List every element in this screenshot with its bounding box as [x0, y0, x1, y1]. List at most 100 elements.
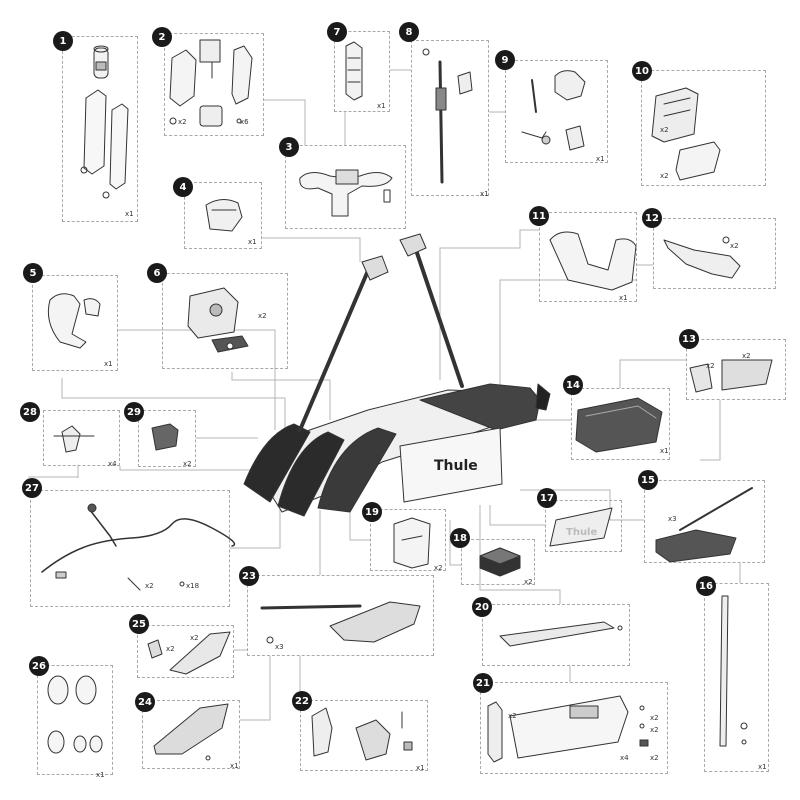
- part-10-box: [641, 70, 766, 186]
- part-7-number-badge[interactable]: 7: [327, 22, 347, 42]
- part-11-drawing: [549, 231, 637, 291]
- part-27-quantity-label: x2: [145, 582, 154, 590]
- part-6-quantity-label: x2: [258, 312, 267, 320]
- part-16-quantity-label: x1: [758, 763, 767, 771]
- part-19-quantity-label: x2: [434, 564, 443, 572]
- part-8-drawing: [422, 48, 473, 184]
- part-29-number-badge[interactable]: 29: [124, 402, 144, 422]
- part-14-drawing: [575, 397, 663, 453]
- part-10-quantity-label: x2: [660, 172, 669, 180]
- part-3-number-badge[interactable]: 3: [279, 137, 299, 157]
- part-19-number-badge[interactable]: 19: [362, 502, 382, 522]
- part-3-drawing: [299, 169, 393, 217]
- part-21-number-badge[interactable]: 21: [473, 673, 493, 693]
- part-25-number-badge[interactable]: 25: [129, 614, 149, 634]
- part-24-drawing: [153, 703, 229, 761]
- part-20-number-badge[interactable]: 20: [472, 597, 492, 617]
- part-7-box: [334, 31, 390, 112]
- leader-line: [489, 505, 545, 526]
- leader-line: [619, 359, 686, 388]
- part-24-box: [142, 700, 240, 769]
- part-29-quantity-label: x2: [183, 460, 192, 468]
- part-15-drawing: [655, 487, 753, 563]
- leader-line: [118, 329, 276, 430]
- part-11-box: [539, 212, 637, 302]
- part-18-number-badge[interactable]: 18: [450, 528, 470, 548]
- part-12-box: [653, 218, 776, 289]
- part-4-quantity-label: x1: [248, 238, 257, 246]
- leader-line: [439, 229, 540, 380]
- part-22-box: [300, 700, 428, 771]
- part-14-box: [571, 388, 670, 460]
- part-22-quantity-label: x1: [416, 764, 425, 772]
- part-2-drawing: [169, 39, 253, 127]
- part-27-number-badge[interactable]: 27: [22, 478, 42, 498]
- part-18-drawing: [479, 547, 521, 577]
- part-19-box: [370, 509, 446, 571]
- part-22-number-badge[interactable]: 22: [292, 691, 312, 711]
- part-5-box: [32, 275, 118, 371]
- part-15-number-badge[interactable]: 15: [638, 470, 658, 490]
- part-21-quantity-label: x2: [650, 754, 659, 762]
- part-16-box: [704, 583, 769, 772]
- part-25-box: [137, 625, 234, 678]
- part-5-drawing: [47, 293, 101, 349]
- part-14-number-badge[interactable]: 14: [563, 375, 583, 395]
- leader-line: [264, 99, 306, 145]
- part-17-logo-text: Thule: [566, 527, 597, 538]
- part-4-drawing: [205, 199, 243, 232]
- part-1-quantity-label: x1: [125, 210, 134, 218]
- part-6-number-badge[interactable]: 6: [147, 263, 167, 283]
- part-21-box: [480, 682, 668, 774]
- part-4-number-badge[interactable]: 4: [173, 177, 193, 197]
- part-5-number-badge[interactable]: 5: [23, 263, 43, 283]
- part-26-number-badge[interactable]: 26: [29, 656, 49, 676]
- leader-line: [349, 505, 370, 541]
- part-8-box: [411, 40, 489, 196]
- part-21-quantity-label: x4: [620, 754, 629, 762]
- part-21-drawing: [487, 695, 649, 763]
- part-10-quantity-label: x2: [660, 126, 669, 134]
- leader-line: [520, 489, 644, 521]
- part-28-drawing: [53, 425, 95, 453]
- part-23-box: [247, 575, 434, 656]
- part-12-number-badge[interactable]: 12: [642, 208, 662, 228]
- part-8-number-badge[interactable]: 8: [399, 22, 419, 42]
- part-9-number-badge[interactable]: 9: [495, 50, 515, 70]
- part-1-number-badge[interactable]: 1: [53, 31, 73, 51]
- part-26-drawing: [47, 675, 103, 754]
- part-9-drawing: [521, 70, 586, 151]
- assembled-bike-carrier: Thule: [243, 233, 551, 517]
- part-10-drawing: [651, 87, 721, 181]
- leader-line: [231, 372, 331, 420]
- part-16-number-badge[interactable]: 16: [696, 576, 716, 596]
- part-1-box: [62, 36, 138, 222]
- part-26-quantity-label: x1: [96, 771, 105, 779]
- part-23-drawing: [260, 601, 421, 644]
- part-29-box: [138, 410, 196, 467]
- part-18-quantity-label: x2: [524, 578, 533, 586]
- part-23-quantity-label: x3: [275, 643, 284, 651]
- part-15-box: [644, 480, 765, 563]
- part-11-number-badge[interactable]: 11: [529, 206, 549, 226]
- part-28-number-badge[interactable]: 28: [20, 402, 40, 422]
- part-25-drawing: [147, 631, 231, 675]
- part-21-quantity-label: x2: [650, 714, 659, 722]
- part-4-box: [184, 182, 262, 249]
- part-20-drawing: [499, 621, 623, 647]
- part-24-number-badge[interactable]: 24: [135, 692, 155, 712]
- part-29-drawing: [151, 423, 179, 451]
- part-6-drawing: [187, 287, 249, 353]
- part-23-number-badge[interactable]: 23: [239, 566, 259, 586]
- part-27-box: [30, 490, 230, 607]
- part-13-number-badge[interactable]: 13: [679, 329, 699, 349]
- part-2-box: [164, 33, 264, 136]
- part-10-number-badge[interactable]: 10: [632, 61, 652, 81]
- part-2-number-badge[interactable]: 2: [152, 27, 172, 47]
- part-17-number-badge[interactable]: 17: [537, 488, 557, 508]
- part-13-quantity-label: x2: [742, 352, 751, 360]
- leader-line: [262, 237, 361, 262]
- part-25-quantity-label: x2: [190, 634, 199, 642]
